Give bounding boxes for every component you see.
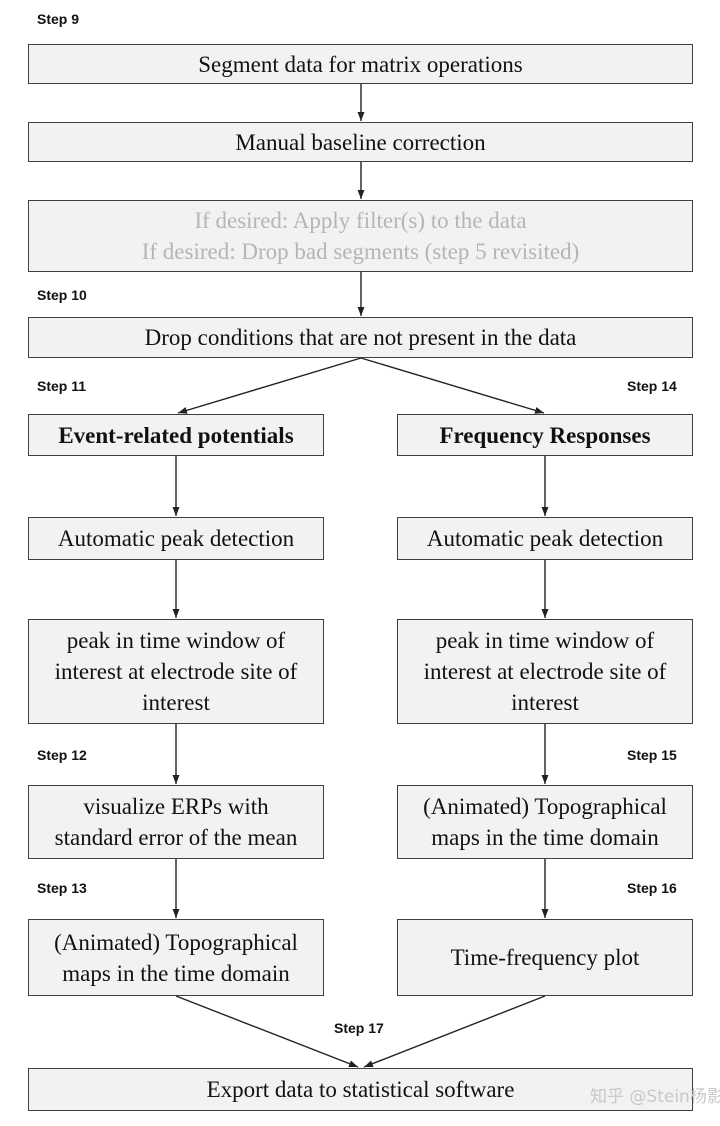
time-window-right-box: peak in time window of interest at elect… — [397, 619, 693, 724]
optional-steps-box: If desired: Apply filter(s) to the data … — [28, 200, 693, 272]
topographical-maps-left-line-2: maps in the time domain — [62, 960, 290, 986]
time-window-left-line-3: interest — [142, 690, 210, 715]
arrow-topo-left-to-export — [175, 995, 359, 1068]
visualize-erps-line-2: standard error of the mean — [54, 825, 298, 850]
arrow-timefreq-to-export — [363, 995, 546, 1068]
time-window-right-line-2: interest at electrode site of — [423, 659, 667, 684]
optional-drop-segments-text: If desired: Drop bad segments (step 5 re… — [141, 239, 580, 264]
time-window-left-box: peak in time window of interest at elect… — [28, 619, 324, 724]
segment-data-box: Segment data for matrix operations — [28, 44, 693, 84]
frequency-header-text: Frequency Responses — [439, 422, 651, 448]
drop-conditions-text: Drop conditions that are not present in … — [144, 325, 577, 350]
segment-data-text: Segment data for matrix operations — [198, 51, 523, 77]
step-10-label: Step 10 — [37, 287, 87, 303]
erp-header-text: Event-related potentials — [58, 422, 294, 448]
optional-filter-text: If desired: Apply filter(s) to the data — [194, 208, 527, 233]
visualize-erps-box: visualize ERPs with standard error of th… — [28, 785, 324, 859]
drop-conditions-box: Drop conditions that are not present in … — [28, 317, 693, 358]
topographical-maps-left-line-1: (Animated) Topographical — [54, 929, 298, 955]
peak-detection-left-text: Automatic peak detection — [57, 526, 295, 551]
export-data-text: Export data to statistical software — [206, 1077, 515, 1102]
peak-detection-left-box: Automatic peak detection — [28, 517, 324, 560]
topographical-maps-right-line-2: maps in the time domain — [431, 825, 659, 850]
step-16-label: Step 16 — [627, 880, 677, 896]
export-data-box: Export data to statistical software — [28, 1068, 693, 1111]
peak-detection-right-box: Automatic peak detection — [397, 517, 693, 560]
time-window-left-line-1: peak in time window of — [66, 628, 286, 653]
time-window-right-line-3: interest — [511, 690, 579, 715]
baseline-correction-box: Manual baseline correction — [28, 122, 693, 162]
time-frequency-plot-text: Time-frequency plot — [450, 945, 640, 970]
step-15-label: Step 15 — [627, 747, 677, 763]
step-13-label: Step 13 — [37, 880, 87, 896]
step-12-label: Step 12 — [37, 747, 87, 763]
baseline-correction-text: Manual baseline correction — [235, 129, 486, 155]
visualize-erps-line-1: visualize ERPs with — [83, 794, 269, 819]
arrow-drop-to-freq — [360, 357, 545, 414]
step-11-label: Step 11 — [37, 378, 87, 394]
erp-header-box: Event-related potentials — [28, 414, 324, 456]
topographical-maps-right-box: (Animated) Topographical maps in the tim… — [397, 785, 693, 859]
topographical-maps-left-box: (Animated) Topographical maps in the tim… — [28, 919, 324, 996]
time-frequency-plot-box: Time-frequency plot — [397, 919, 693, 996]
step-9-label: Step 9 — [37, 11, 80, 27]
watermark: 知乎 @Stein杨影 — [590, 1087, 720, 1107]
frequency-header-box: Frequency Responses — [397, 414, 693, 456]
time-window-right-line-1: peak in time window of — [435, 628, 655, 653]
topographical-maps-right-line-1: (Animated) Topographical — [423, 794, 667, 819]
arrow-drop-to-erp — [177, 357, 362, 414]
step-17-label: Step 17 — [334, 1020, 384, 1036]
peak-detection-right-text: Automatic peak detection — [426, 526, 664, 551]
step-14-label: Step 14 — [627, 378, 677, 394]
time-window-left-line-2: interest at electrode site of — [54, 659, 298, 684]
